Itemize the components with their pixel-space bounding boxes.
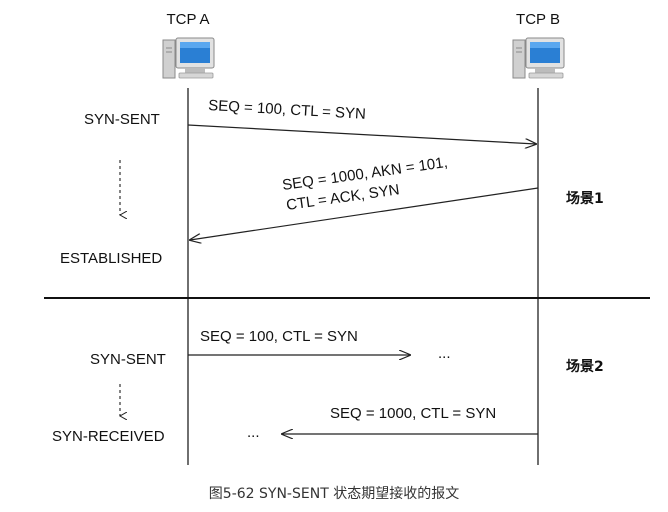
s1-syn-arrow xyxy=(187,124,536,144)
s2-syn-continuation: ... xyxy=(438,345,451,362)
computer-icon xyxy=(512,37,565,79)
s2-remote-syn-continuation: ... xyxy=(247,424,260,441)
s1-scenario-label: 场景1 xyxy=(566,191,604,207)
s1-synack-arrow xyxy=(190,187,539,240)
s1-syn-message: SEQ = 100, CTL = SYN xyxy=(208,97,367,123)
computer-icon xyxy=(162,37,215,79)
s2-scenario-label: 场景2 xyxy=(566,359,604,375)
s1-state-end: ESTABLISHED xyxy=(60,250,162,267)
s2-remote-syn-message: SEQ = 1000, CTL = SYN xyxy=(330,405,496,422)
s2-syn-message: SEQ = 100, CTL = SYN xyxy=(200,328,358,345)
s2-state-end: SYN-RECEIVED xyxy=(52,428,165,445)
host-b-label: TCP B xyxy=(516,11,560,28)
host-a-label: TCP A xyxy=(166,11,209,28)
s1-state-start: SYN-SENT xyxy=(84,111,160,128)
s2-state-start: SYN-SENT xyxy=(90,351,166,368)
figure-caption: 图5-62 SYN-SENT 状态期望接收的报文 xyxy=(209,485,459,502)
